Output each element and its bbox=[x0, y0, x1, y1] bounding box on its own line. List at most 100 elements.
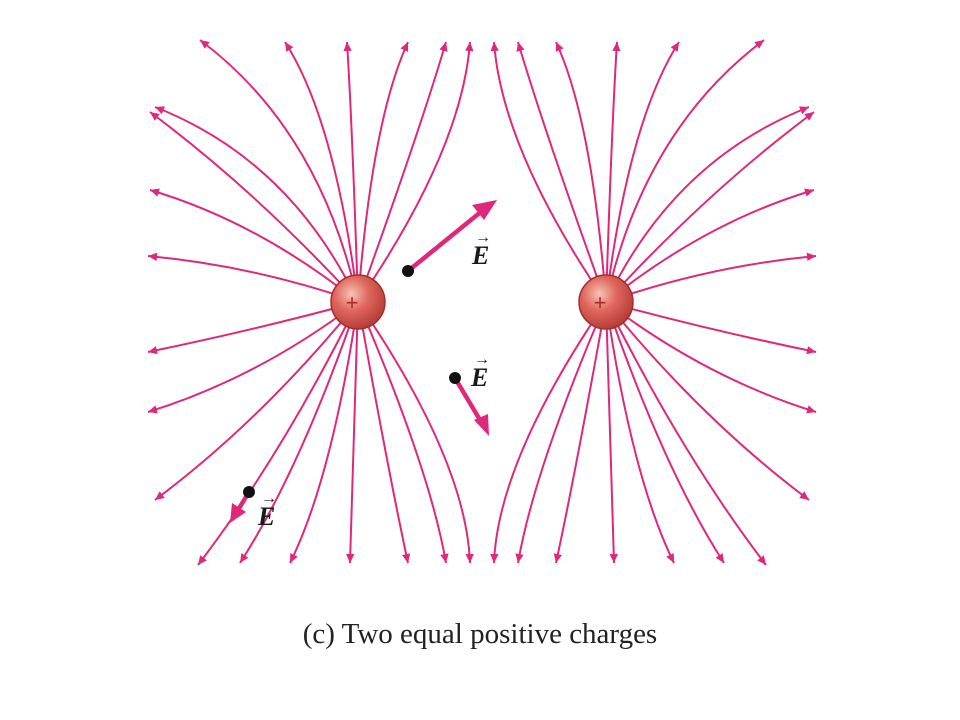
field-line-arrowhead bbox=[757, 555, 766, 565]
field-line-arrowhead bbox=[439, 42, 448, 52]
charge-left-sphere bbox=[330, 274, 386, 330]
vector-label-lower: E bbox=[257, 502, 275, 531]
field-line-arrowhead bbox=[609, 553, 618, 563]
field-line bbox=[357, 301, 471, 564]
field-line bbox=[605, 301, 817, 353]
field-line-arrowhead bbox=[285, 42, 294, 52]
field-line bbox=[149, 189, 359, 303]
field-line-arrowhead bbox=[148, 252, 158, 262]
field-line bbox=[605, 189, 815, 303]
field-line bbox=[357, 41, 447, 303]
field-line-arrowhead bbox=[799, 106, 809, 115]
field-line-arrowhead bbox=[402, 553, 411, 563]
vector-label-upper: E bbox=[471, 241, 489, 270]
field-line bbox=[147, 301, 359, 413]
arrowhead-upper bbox=[472, 200, 497, 220]
field-line bbox=[147, 301, 359, 353]
field-line-arrowhead bbox=[150, 112, 160, 121]
vector-overarrow-middle: → bbox=[474, 351, 490, 368]
field-line-arrowhead bbox=[400, 42, 409, 52]
field-line-arrowhead bbox=[490, 42, 499, 52]
field-line-arrowhead bbox=[799, 491, 809, 500]
field-line bbox=[605, 301, 615, 564]
field-line-arrowhead bbox=[515, 553, 524, 563]
field-line bbox=[517, 301, 607, 564]
field-point-dot-upper bbox=[402, 265, 414, 277]
field-line-arrowhead bbox=[612, 42, 621, 52]
field-line bbox=[239, 301, 359, 564]
field-point-dot-middle bbox=[449, 372, 461, 384]
field-line bbox=[605, 301, 725, 564]
charge-right-sign: + bbox=[594, 290, 607, 315]
field-line bbox=[357, 41, 409, 303]
field-line-arrowhead bbox=[806, 346, 816, 355]
field-line-arrowhead bbox=[155, 491, 165, 500]
field-line bbox=[357, 41, 471, 303]
charge-right-sphere bbox=[578, 274, 634, 330]
field-line bbox=[555, 41, 607, 303]
field-line-arrowhead bbox=[150, 188, 160, 197]
field-line-arrowhead bbox=[198, 555, 207, 565]
field-line-arrowhead bbox=[440, 553, 449, 563]
field-vector-lower: E → bbox=[230, 486, 277, 531]
field-line-arrowhead bbox=[465, 553, 474, 563]
field-line bbox=[289, 301, 359, 564]
field-line bbox=[149, 111, 359, 303]
field-line-arrowhead bbox=[155, 106, 165, 115]
field-vector-middle-shaft bbox=[453, 376, 482, 422]
vector-overarrow-lower: → bbox=[261, 490, 277, 507]
field-vector-upper: E → bbox=[402, 200, 497, 277]
field-point-dot-lower bbox=[243, 486, 255, 498]
field-line-arrowhead bbox=[240, 553, 249, 563]
field-lines bbox=[147, 39, 817, 566]
field-line-arrowhead bbox=[490, 553, 499, 563]
field-vector-upper-shaft bbox=[406, 209, 484, 273]
field-line bbox=[493, 301, 607, 564]
field-line bbox=[154, 106, 359, 303]
field-line bbox=[605, 301, 817, 413]
field-line-arrowhead bbox=[516, 42, 525, 52]
field-line bbox=[555, 301, 607, 564]
field-line-arrowhead bbox=[754, 40, 764, 49]
field-line-arrowhead bbox=[148, 405, 158, 414]
field-line bbox=[349, 301, 359, 564]
field-line-arrowhead bbox=[804, 188, 814, 197]
field-line-arrowhead bbox=[804, 112, 814, 121]
field-line-arrowhead bbox=[148, 346, 158, 355]
field-line bbox=[357, 301, 409, 564]
field-line-arrowhead bbox=[343, 42, 352, 52]
field-line-arrowhead bbox=[346, 553, 355, 563]
charge-left: + bbox=[330, 274, 386, 330]
charge-right: + bbox=[578, 274, 634, 330]
field-line bbox=[284, 41, 359, 303]
field-line bbox=[197, 301, 359, 566]
charge-left-sign: + bbox=[346, 290, 359, 315]
field-vector-middle: E → bbox=[449, 351, 490, 436]
field-line bbox=[154, 301, 359, 501]
field-line bbox=[357, 301, 447, 564]
field-line bbox=[199, 39, 359, 303]
vector-overarrow-upper: → bbox=[475, 229, 491, 246]
field-line-arrowhead bbox=[465, 42, 474, 52]
field-line-arrowhead bbox=[806, 405, 816, 414]
field-line-arrowhead bbox=[666, 553, 674, 563]
arrowhead-middle bbox=[474, 414, 489, 436]
field-line bbox=[605, 301, 810, 501]
field-line bbox=[605, 39, 765, 303]
vector-label-middle: E bbox=[470, 363, 488, 392]
field-line bbox=[605, 111, 815, 303]
field-line bbox=[605, 41, 618, 303]
field-line-arrowhead bbox=[553, 553, 562, 563]
field-line-arrowhead bbox=[670, 42, 679, 52]
field-line-arrowhead bbox=[290, 553, 298, 563]
arrowhead-lower bbox=[230, 503, 246, 523]
field-line bbox=[605, 301, 767, 566]
field-line-arrowhead bbox=[715, 553, 724, 563]
field-line bbox=[346, 41, 359, 303]
field-line bbox=[605, 301, 675, 564]
field-line-arrowhead bbox=[200, 40, 210, 49]
field-line-arrowhead bbox=[806, 252, 816, 262]
figure-caption: (c) Two equal positive charges bbox=[302, 618, 658, 650]
field-line bbox=[605, 41, 680, 303]
